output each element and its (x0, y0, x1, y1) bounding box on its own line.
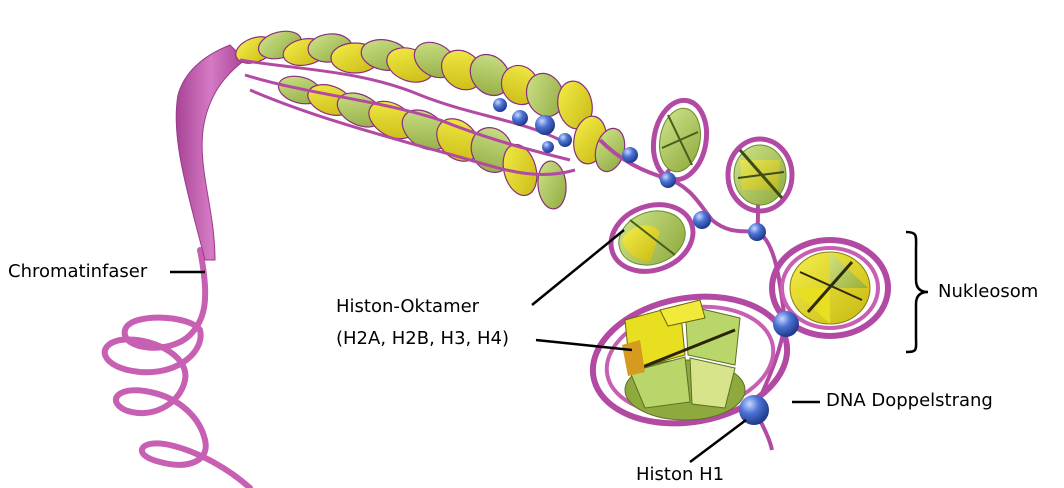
nucleosome-small-2 (728, 139, 792, 211)
label-histon-oktamer-subunits: (H2A, H2B, H3, H4) (336, 326, 509, 352)
chromatin-coil (105, 250, 250, 488)
nucleosome-small-1 (647, 96, 712, 184)
label-dna-doppelstrang: DNA Doppelstrang (826, 388, 993, 414)
label-nukleosom: Nukleosom (938, 279, 1038, 305)
label-histon-h1: Histon H1 (636, 462, 724, 488)
label-chromatinfaser: Chromatinfaser (8, 259, 147, 285)
nucleosome-mid (602, 194, 703, 283)
label-histon-oktamer: Histon-Oktamer (336, 294, 479, 320)
chromatin-fiber-thick (176, 45, 245, 260)
